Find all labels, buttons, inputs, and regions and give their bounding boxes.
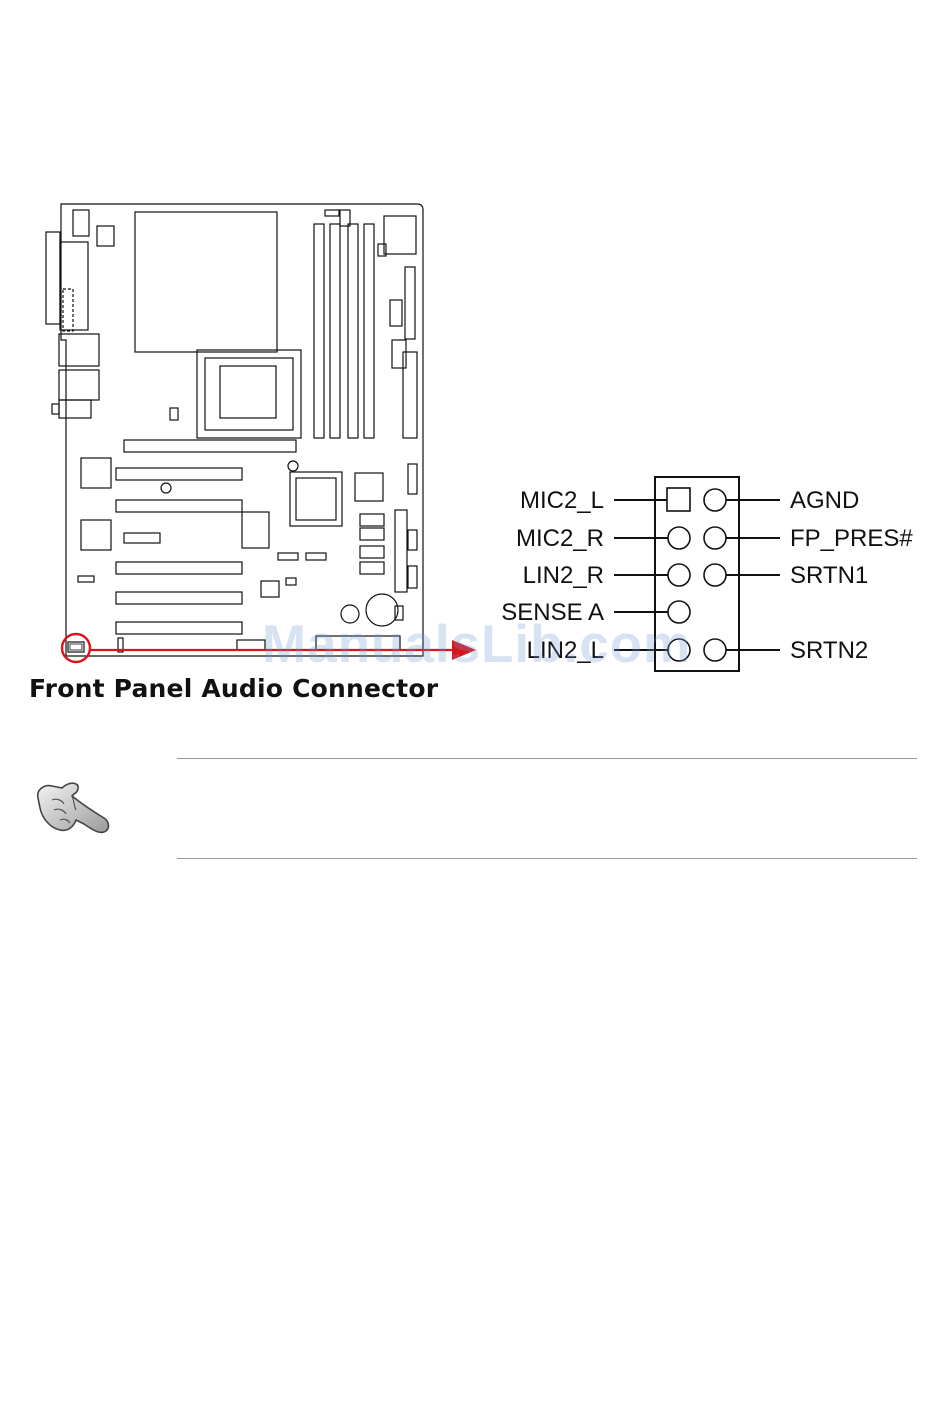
pin-circle (704, 564, 726, 586)
pin-circle (704, 527, 726, 549)
figure-caption: Front Panel Audio Connector (29, 674, 438, 703)
pin-1-square (667, 488, 690, 511)
pin-label-right: FP_PRES# (790, 525, 913, 552)
pin-circle (704, 489, 726, 511)
front-panel-audio-diagram: MIC2_L MIC2_R LIN2_R SENSE A LIN2_L AGND… (0, 0, 950, 720)
pin-label-left: MIC2_R (516, 525, 604, 552)
pin-label-left: LIN2_R (523, 562, 604, 589)
pin-label-right: SRTN2 (790, 637, 868, 664)
pin-circle (704, 639, 726, 661)
motherboard-layout (46, 204, 423, 656)
watermark: ManualsLib.com (262, 614, 691, 675)
note-top-divider (177, 758, 917, 759)
note-bottom-divider (177, 858, 917, 859)
hand-pointing-icon (32, 776, 114, 840)
pin-label-right: AGND (790, 487, 859, 514)
pin-circle (668, 527, 690, 549)
pin-label-left: MIC2_L (520, 487, 604, 514)
pin-circle (668, 564, 690, 586)
pin-label-right: SRTN1 (790, 562, 868, 589)
